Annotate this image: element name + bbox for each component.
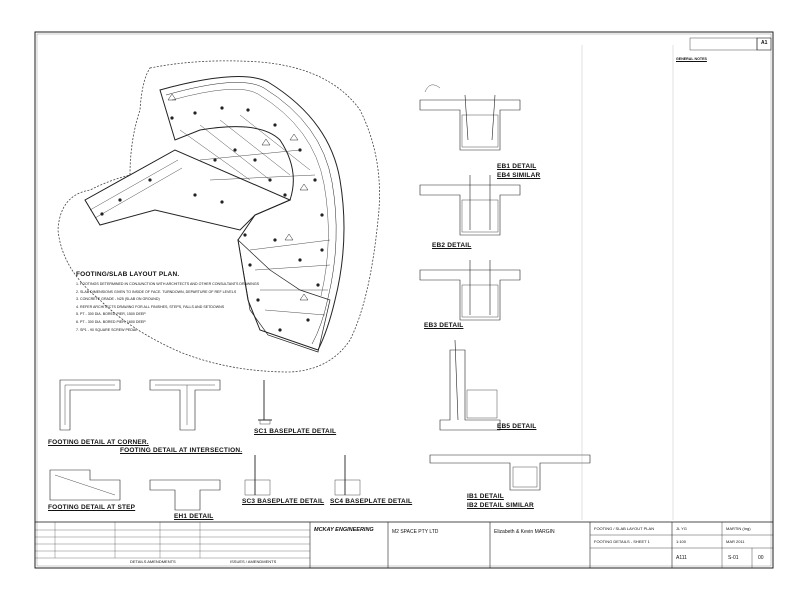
plan-note: 7. SP1 - 90 SQUARE SCREW PEDAL (76, 327, 138, 332)
section-details (49, 84, 591, 511)
sc3-baseplate-title: SC3 BASEPLATE DETAIL (242, 498, 325, 505)
sc4-baseplate-title: SC4 BASEPLATE DETAIL (330, 498, 413, 505)
plan-notes: 1. FOOTINGS DETERMINED IN CONJUNCTION WI… (76, 282, 260, 332)
revision: 00 (758, 555, 764, 561)
drawn-by: JL YG (676, 526, 687, 531)
corner-detail-title: FOOTING DETAIL AT CORNER. (48, 439, 149, 446)
drawing-title-1: FOOTING / SLAB LAYOUT PLAN (594, 526, 655, 531)
owners-name: Elizabeth & Kevin MARGIN (494, 529, 555, 535)
plan-note: 2. SLAB DIMENSIONS GIVEN TO INSIDE OF FA… (76, 289, 237, 294)
plan-note: 4. REFER ARCHITECTS DRAWING FOR ALL FINI… (76, 304, 225, 309)
date: MAR 2011 (726, 539, 745, 544)
plan-note: 5. PT - 300 DIA. BORED PIER, 1500 DEEP (76, 312, 146, 317)
plan-note: 6. PT - 300 DIA. BORED PIER, 1600 DEEP (76, 319, 146, 324)
sc1-baseplate-title: SC1 BASEPLATE DETAIL (254, 428, 337, 435)
eb2-detail-title: EB2 DETAIL (432, 242, 472, 249)
checked-by: MARTIN (Ing) (726, 526, 751, 531)
plan-title: FOOTING/SLAB LAYOUT PLAN. (76, 271, 180, 278)
plan-note: 3. CONCRETE GRADE - N25 (SLAB ON GROUND) (76, 297, 160, 302)
title-block (34, 521, 774, 569)
drawing-title-2: FOOTING DETAILS - SHEET 1 (594, 539, 650, 544)
general-notes-heading: GENERAL NOTES (676, 57, 707, 61)
revisions-label: DETAILS AMENDMENTS (130, 559, 176, 564)
issues-label: ISSUES / AMENDMENTS (230, 559, 277, 564)
eb1-detail-title: EB1 DETAIL (497, 163, 537, 170)
eb5-detail-title: EB5 DETAIL (497, 423, 537, 430)
eh1-detail-title: EH1 DETAIL (174, 513, 214, 520)
intersection-detail-title: FOOTING DETAIL AT INTERSECTION. (120, 447, 243, 454)
sheet-ref: A1 (761, 40, 768, 46)
scale: 1:100 (676, 539, 687, 544)
job-number: A111 (676, 555, 687, 561)
eb4-similar-title: EB4 SIMILAR (497, 172, 541, 179)
drawing-number: S-01 (728, 555, 739, 561)
eb3-detail-title: EB3 DETAIL (424, 322, 464, 329)
ib2-detail-title: IB2 DETAIL SIMILAR (467, 502, 534, 509)
ib1-detail-title: IB1 DETAIL (467, 493, 504, 500)
plan-note: 1. FOOTINGS DETERMINED IN CONJUNCTION WI… (76, 282, 260, 286)
company-name: MCKAY ENGINEERING (314, 527, 374, 533)
step-detail-title: FOOTING DETAIL AT STEP (48, 504, 136, 511)
client-name: M2 SPACE PTY LTD (392, 529, 439, 535)
footing-slab-layout-plan (57, 60, 380, 373)
